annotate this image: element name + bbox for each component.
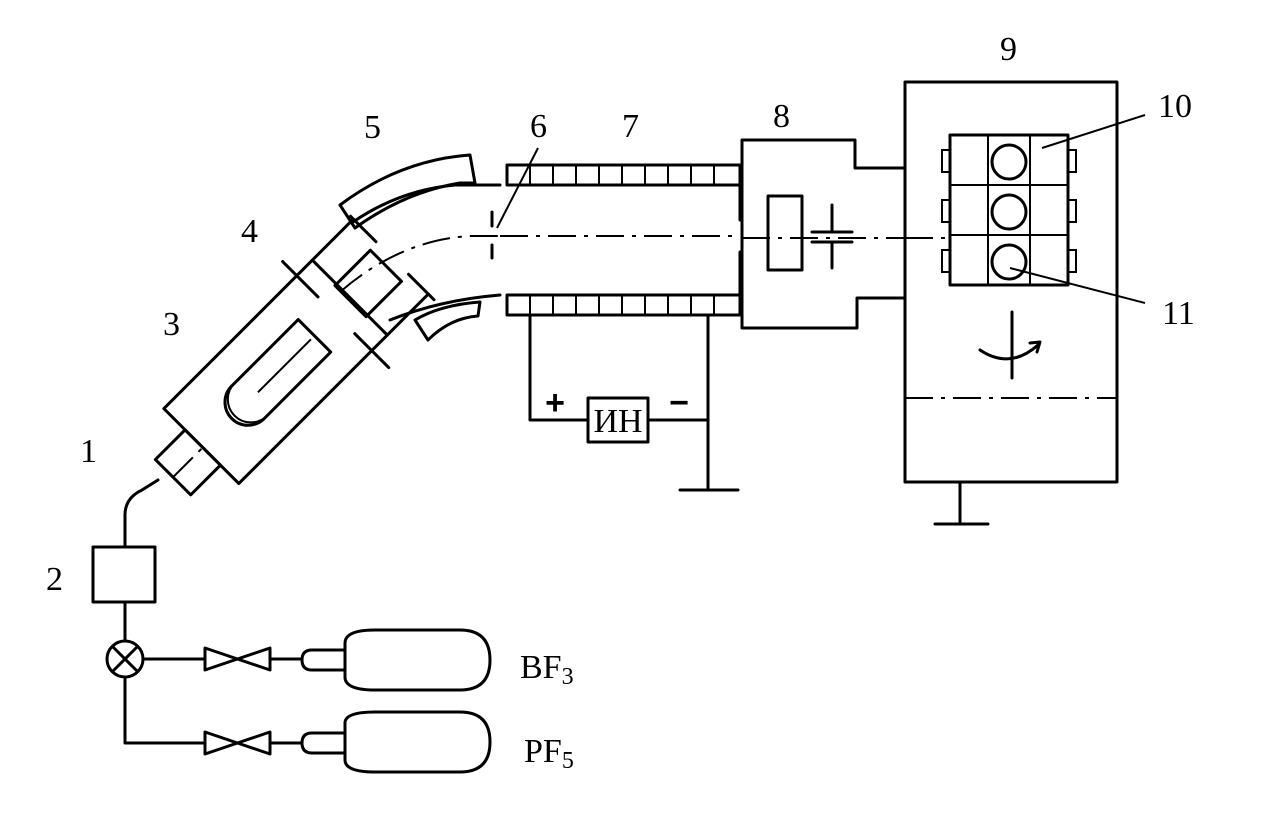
supply-wire-negative (646, 313, 710, 490)
rotation-arrow (978, 340, 1042, 361)
ring-dividers-bottom (529, 295, 715, 315)
feed-line-to-source (123, 478, 160, 549)
ring-dividers-top (529, 165, 715, 185)
target-chamber-body (903, 80, 1119, 484)
deflection-chamber (740, 138, 907, 330)
accelerator-rings-bottom (505, 293, 742, 317)
deflection-chamber-body (740, 138, 907, 330)
extraction-plate (281, 260, 391, 370)
gas-bf3-sub: 3 (562, 664, 574, 690)
leader-6 (496, 147, 539, 229)
gas-pf5-sub: 5 (562, 748, 574, 774)
wafer-holder-grid (950, 135, 1068, 285)
beam-path-analyzer (339, 235, 500, 293)
label-7: 7 (622, 108, 639, 145)
gas-line-pf5 (123, 675, 304, 745)
label-11: 11 (1162, 295, 1195, 332)
power-supply-box (586, 396, 650, 444)
magnet-pole-upper (338, 153, 477, 230)
mass-analyzer (338, 153, 502, 342)
label-1: 1 (80, 433, 97, 470)
accelerator-rings-top (505, 163, 742, 187)
supply-wire-positive (528, 313, 590, 422)
analyzer-inner-wall (388, 293, 502, 322)
label-5: 5 (364, 109, 381, 146)
ion-source-chamber (162, 258, 389, 486)
label-4: 4 (241, 213, 258, 250)
target-chamber (903, 80, 1119, 526)
label-8: 8 (773, 98, 790, 135)
holder-clamps (941, 149, 1077, 273)
cathode-cap (226, 382, 268, 424)
cylinder-neck-bf3 (300, 648, 347, 672)
label-2: 2 (46, 561, 63, 598)
extraction-electrode (333, 248, 403, 319)
label-6: 6 (530, 108, 547, 145)
power-supply-label: ИН (593, 403, 642, 440)
callout-labels: 1 2 3 4 5 6 7 8 9 10 11 (46, 31, 1195, 598)
source-axis (257, 338, 312, 394)
capacitor-symbol (810, 203, 854, 270)
deflection-plate (766, 194, 804, 272)
wafer-holder (948, 133, 1070, 287)
leader-10 (1041, 114, 1146, 149)
mixer-valve (105, 639, 145, 679)
minus-sign: − (669, 384, 689, 422)
leader-11 (1009, 267, 1146, 304)
power-circuit: ИН + − (528, 313, 740, 492)
flow-regulator (91, 545, 157, 604)
gas-cylinder-pf5 (343, 710, 492, 774)
gas-inlet-axis (172, 448, 203, 478)
plus-sign: + (545, 384, 565, 422)
gas-bf3-base: BF (520, 649, 562, 686)
gas-labels: BF3 PF5 (520, 649, 574, 774)
magnet-pole-lower (413, 300, 482, 342)
cylinder-neck-pf5 (300, 731, 347, 755)
label-10: 10 (1158, 88, 1192, 125)
wafer-1 (990, 143, 1028, 181)
valve-pf5 (203, 730, 272, 756)
gas-supply (91, 478, 492, 774)
label-9: 9 (1000, 31, 1017, 68)
accelerator-tube (490, 163, 742, 317)
wafer-2 (990, 193, 1028, 231)
leader-lines (496, 114, 1146, 304)
label-3: 3 (163, 306, 180, 343)
gas-label-pf5: PF5 (524, 733, 574, 774)
gas-cylinder-bf3 (343, 628, 492, 692)
valve-bf3 (203, 646, 272, 672)
gas-pf5-base: PF (524, 733, 562, 770)
wafer-3 (990, 243, 1028, 281)
chamber-ground (933, 480, 990, 526)
gas-label-bf3: BF3 (520, 649, 574, 690)
